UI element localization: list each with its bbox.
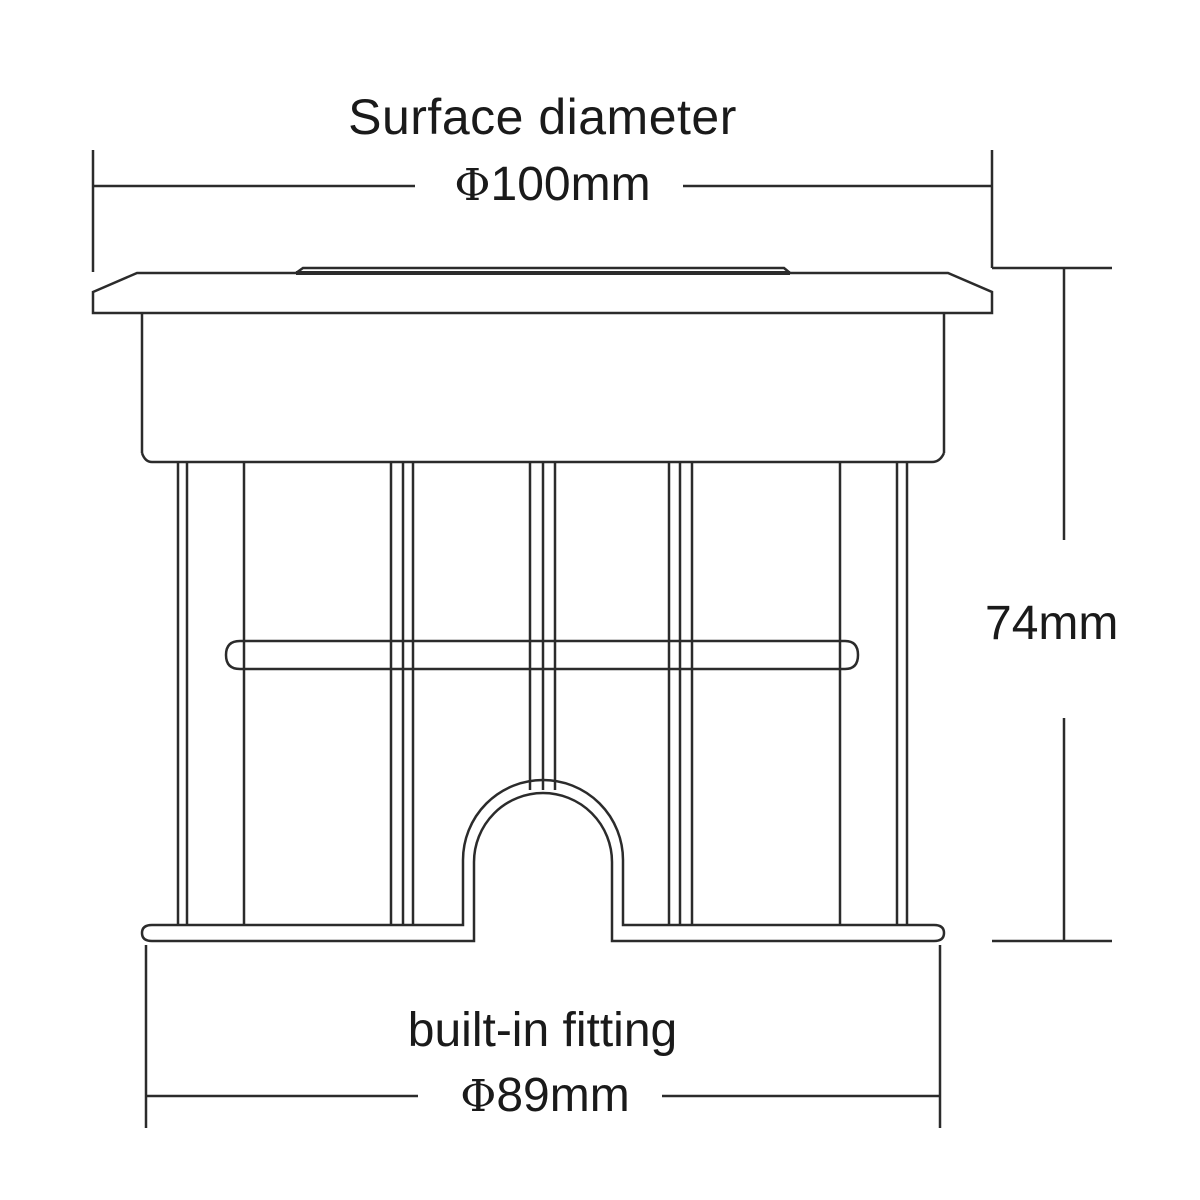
- surface-diameter-value: Φ100mm: [0, 157, 1105, 212]
- fitting-label: built-in fitting: [407, 1004, 678, 1057]
- surface-flange: [91, 266, 994, 315]
- diameter-symbol: Φ: [454, 160, 491, 211]
- middle-ring: [224, 639, 860, 671]
- surface-diameter-label: Surface diameter: [348, 89, 737, 145]
- height-dimension-line: [992, 266, 1112, 943]
- surface-dimension-line: [91, 150, 994, 272]
- diameter-symbol: Φ: [460, 1071, 497, 1122]
- base-ring: [140, 778, 946, 943]
- fitting-diameter-value: Φ89mm: [0, 1068, 1090, 1123]
- surface-diameter-number: 100mm: [490, 158, 651, 211]
- cage-bars: [176, 462, 909, 925]
- fitting-dimension-line: [144, 945, 942, 1128]
- housing-body: [140, 313, 946, 464]
- height-value: 74mm: [985, 597, 1119, 650]
- fitting-diameter-number: 89mm: [496, 1069, 630, 1122]
